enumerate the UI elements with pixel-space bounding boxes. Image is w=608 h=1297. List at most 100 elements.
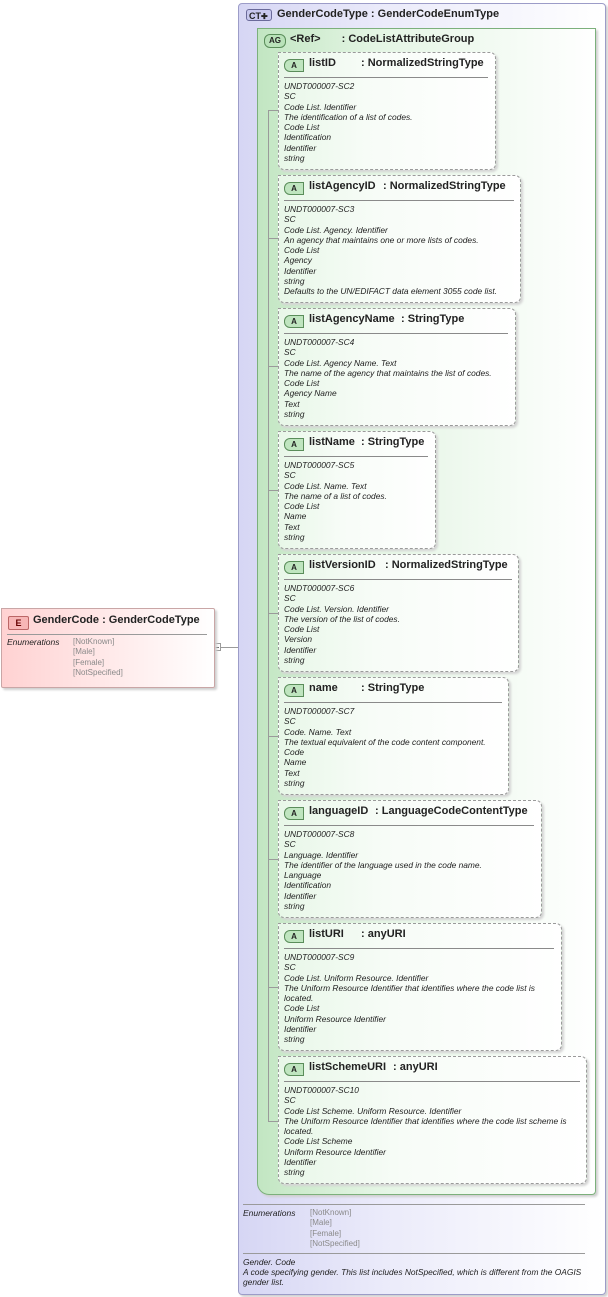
element-badge-icon: E (8, 616, 29, 630)
doc-line: Code List (284, 245, 320, 255)
element-enumerations-label: Enumerations (7, 637, 60, 647)
attribute-type-value: NormalizedStringType (389, 180, 506, 192)
attribute-divider (284, 1081, 580, 1082)
doc-line: UNDT000007-SC7 (284, 706, 355, 716)
attribute-connector (268, 238, 278, 239)
attribute-type: : StringType (361, 682, 425, 694)
attribute-divider (284, 825, 534, 826)
complex-type-title: GenderCodeType : GenderCodeEnumType (277, 8, 499, 20)
doc-line: UNDT000007-SC10 (284, 1085, 359, 1095)
attribute-documentation: UNDT000007-SC7 SC Code. Name. Text The t… (284, 706, 504, 788)
doc-line: SC (284, 1095, 296, 1106)
doc-line: Identifier (284, 1156, 317, 1167)
doc-line: Name (284, 757, 307, 768)
doc-line: The name of a list of codes. (284, 490, 387, 501)
enum-value: [NotKnown] (310, 1208, 352, 1217)
attribute-name: listURI (309, 928, 344, 940)
doc-line: string (284, 654, 305, 665)
enum-value: [Male] (73, 647, 95, 657)
attribute-documentation: UNDT000007-SC6 SC Code List. Version. Id… (284, 583, 514, 665)
attribute-connector (268, 987, 278, 988)
attribute-name: listAgencyID (309, 180, 376, 192)
attribute-type-value: StringType (367, 682, 425, 694)
attribute-documentation: UNDT000007-SC9 SC Code List. Uniform Res… (284, 952, 557, 1044)
doc-line: SC (284, 470, 296, 481)
attribute-type-value: NormalizedStringType (391, 559, 508, 571)
attribute-badge-icon: A (284, 561, 304, 574)
attribute-badge-icon: A (284, 1063, 304, 1076)
attribute-documentation: UNDT000007-SC4 SC Code List. Agency Name… (284, 337, 511, 419)
doc-line: string (284, 1167, 305, 1177)
attribute-type-value: anyURI (399, 1061, 438, 1073)
attribute-connector (268, 736, 278, 737)
doc-line: Code List (284, 378, 320, 388)
element-box[interactable]: E GenderCode : GenderCodeType Enumeratio… (1, 608, 215, 688)
doc-line: The identifier of the language used in t… (284, 859, 482, 870)
ct-documentation: Gender. Code A code specifying gender. T… (243, 1257, 588, 1288)
attribute-documentation: UNDT000007-SC2 SC Code List. Identifier … (284, 81, 491, 163)
doc-line: Agency Name (284, 388, 337, 399)
doc-line: Code. Name. Text (284, 726, 352, 737)
doc-line: Text (284, 521, 300, 532)
doc-line: Code List. Agency. Identifier (284, 224, 388, 235)
doc-line: SC (284, 839, 296, 850)
doc-line: string (284, 408, 305, 419)
type-separator: : (367, 8, 378, 20)
attribute-box-listAgencyName[interactable]: A listAgencyName : StringType UNDT000007… (278, 308, 516, 426)
attribute-group-ref: <Ref> (290, 33, 321, 45)
attribute-divider (284, 948, 554, 949)
attribute-type: : anyURI (361, 928, 406, 940)
element-divider (7, 634, 207, 635)
complex-type-name: GenderCodeType (277, 8, 368, 20)
attribute-divider (284, 77, 488, 78)
doc-line: Identification (284, 880, 332, 891)
doc-line: Code List. Version. Identifier (284, 603, 389, 614)
doc-line: The Uniform Resource Identifier that ide… (284, 1115, 567, 1136)
doc-line: Uniform Resource Identifier (284, 1013, 386, 1024)
doc-line: Identification (284, 132, 332, 143)
doc-line: UNDT000007-SC9 (284, 952, 355, 962)
attribute-box-name[interactable]: A name : StringType UNDT000007-SC7 SC Co… (278, 677, 509, 795)
attribute-name: listName (309, 436, 355, 448)
type-separator: : (99, 614, 109, 626)
attribute-connector (268, 1121, 278, 1122)
doc-line: The textual equivalent of the code conte… (284, 736, 486, 747)
doc-line: Identifier (284, 890, 317, 901)
doc-line: string (284, 152, 305, 163)
attribute-box-listVersionID[interactable]: A listVersionID : NormalizedStringType U… (278, 554, 519, 672)
doc-line: Version (284, 634, 313, 645)
attribute-box-listURI[interactable]: A listURI : anyURI UNDT000007-SC9 SC Cod… (278, 923, 562, 1051)
enum-value: [NotKnown] (73, 637, 115, 646)
attribute-documentation: UNDT000007-SC5 SC Code List. Name. Text … (284, 460, 431, 542)
attribute-box-listAgencyID[interactable]: A listAgencyID : NormalizedStringType UN… (278, 175, 521, 303)
enum-value: [NotSpecified] (310, 1238, 360, 1248)
attribute-documentation: UNDT000007-SC10 SC Code List Scheme. Uni… (284, 1085, 582, 1177)
doc-line: Text (284, 767, 300, 778)
doc-line: SC (284, 91, 296, 102)
attribute-group-badge-icon: AG (264, 34, 286, 48)
doc-line: string (284, 1034, 305, 1044)
doc-line: Identifier (284, 644, 317, 655)
attribute-box-listSchemeURI[interactable]: A listSchemeURI : anyURI UNDT000007-SC10… (278, 1056, 587, 1184)
attribute-box-languageID[interactable]: A languageID : LanguageCodeContentType U… (278, 800, 542, 918)
doc-line: The Uniform Resource Identifier that ide… (284, 982, 535, 1003)
enum-value: [NotSpecified] (73, 667, 123, 677)
element-type: GenderCodeType (108, 614, 200, 626)
doc-line: UNDT000007-SC2 (284, 81, 355, 91)
attribute-type: : NormalizedStringType (385, 559, 508, 571)
attribute-name: name (309, 682, 338, 694)
enum-value: [Female] (310, 1228, 342, 1238)
attribute-divider (284, 333, 508, 334)
doc-line: SC (284, 347, 296, 358)
type-separator: : (338, 33, 349, 45)
doc-line: The name of the agency that maintains th… (284, 367, 492, 378)
attribute-box-listName[interactable]: A listName : StringType UNDT000007-SC5 S… (278, 431, 436, 549)
attribute-box-listID[interactable]: A listID : NormalizedStringType UNDT0000… (278, 52, 496, 170)
attribute-badge-icon: A (284, 315, 304, 328)
doc-line: Code List. Uniform Resource. Identifier (284, 972, 429, 983)
attribute-documentation: UNDT000007-SC3 SC Code List. Agency. Ide… (284, 204, 516, 296)
attribute-connector (268, 490, 278, 491)
ct-enumerations-divider (243, 1204, 585, 1205)
enum-value: [Female] (73, 657, 105, 667)
doc-line: Code List Scheme. Uniform Resource. Iden… (284, 1105, 462, 1116)
